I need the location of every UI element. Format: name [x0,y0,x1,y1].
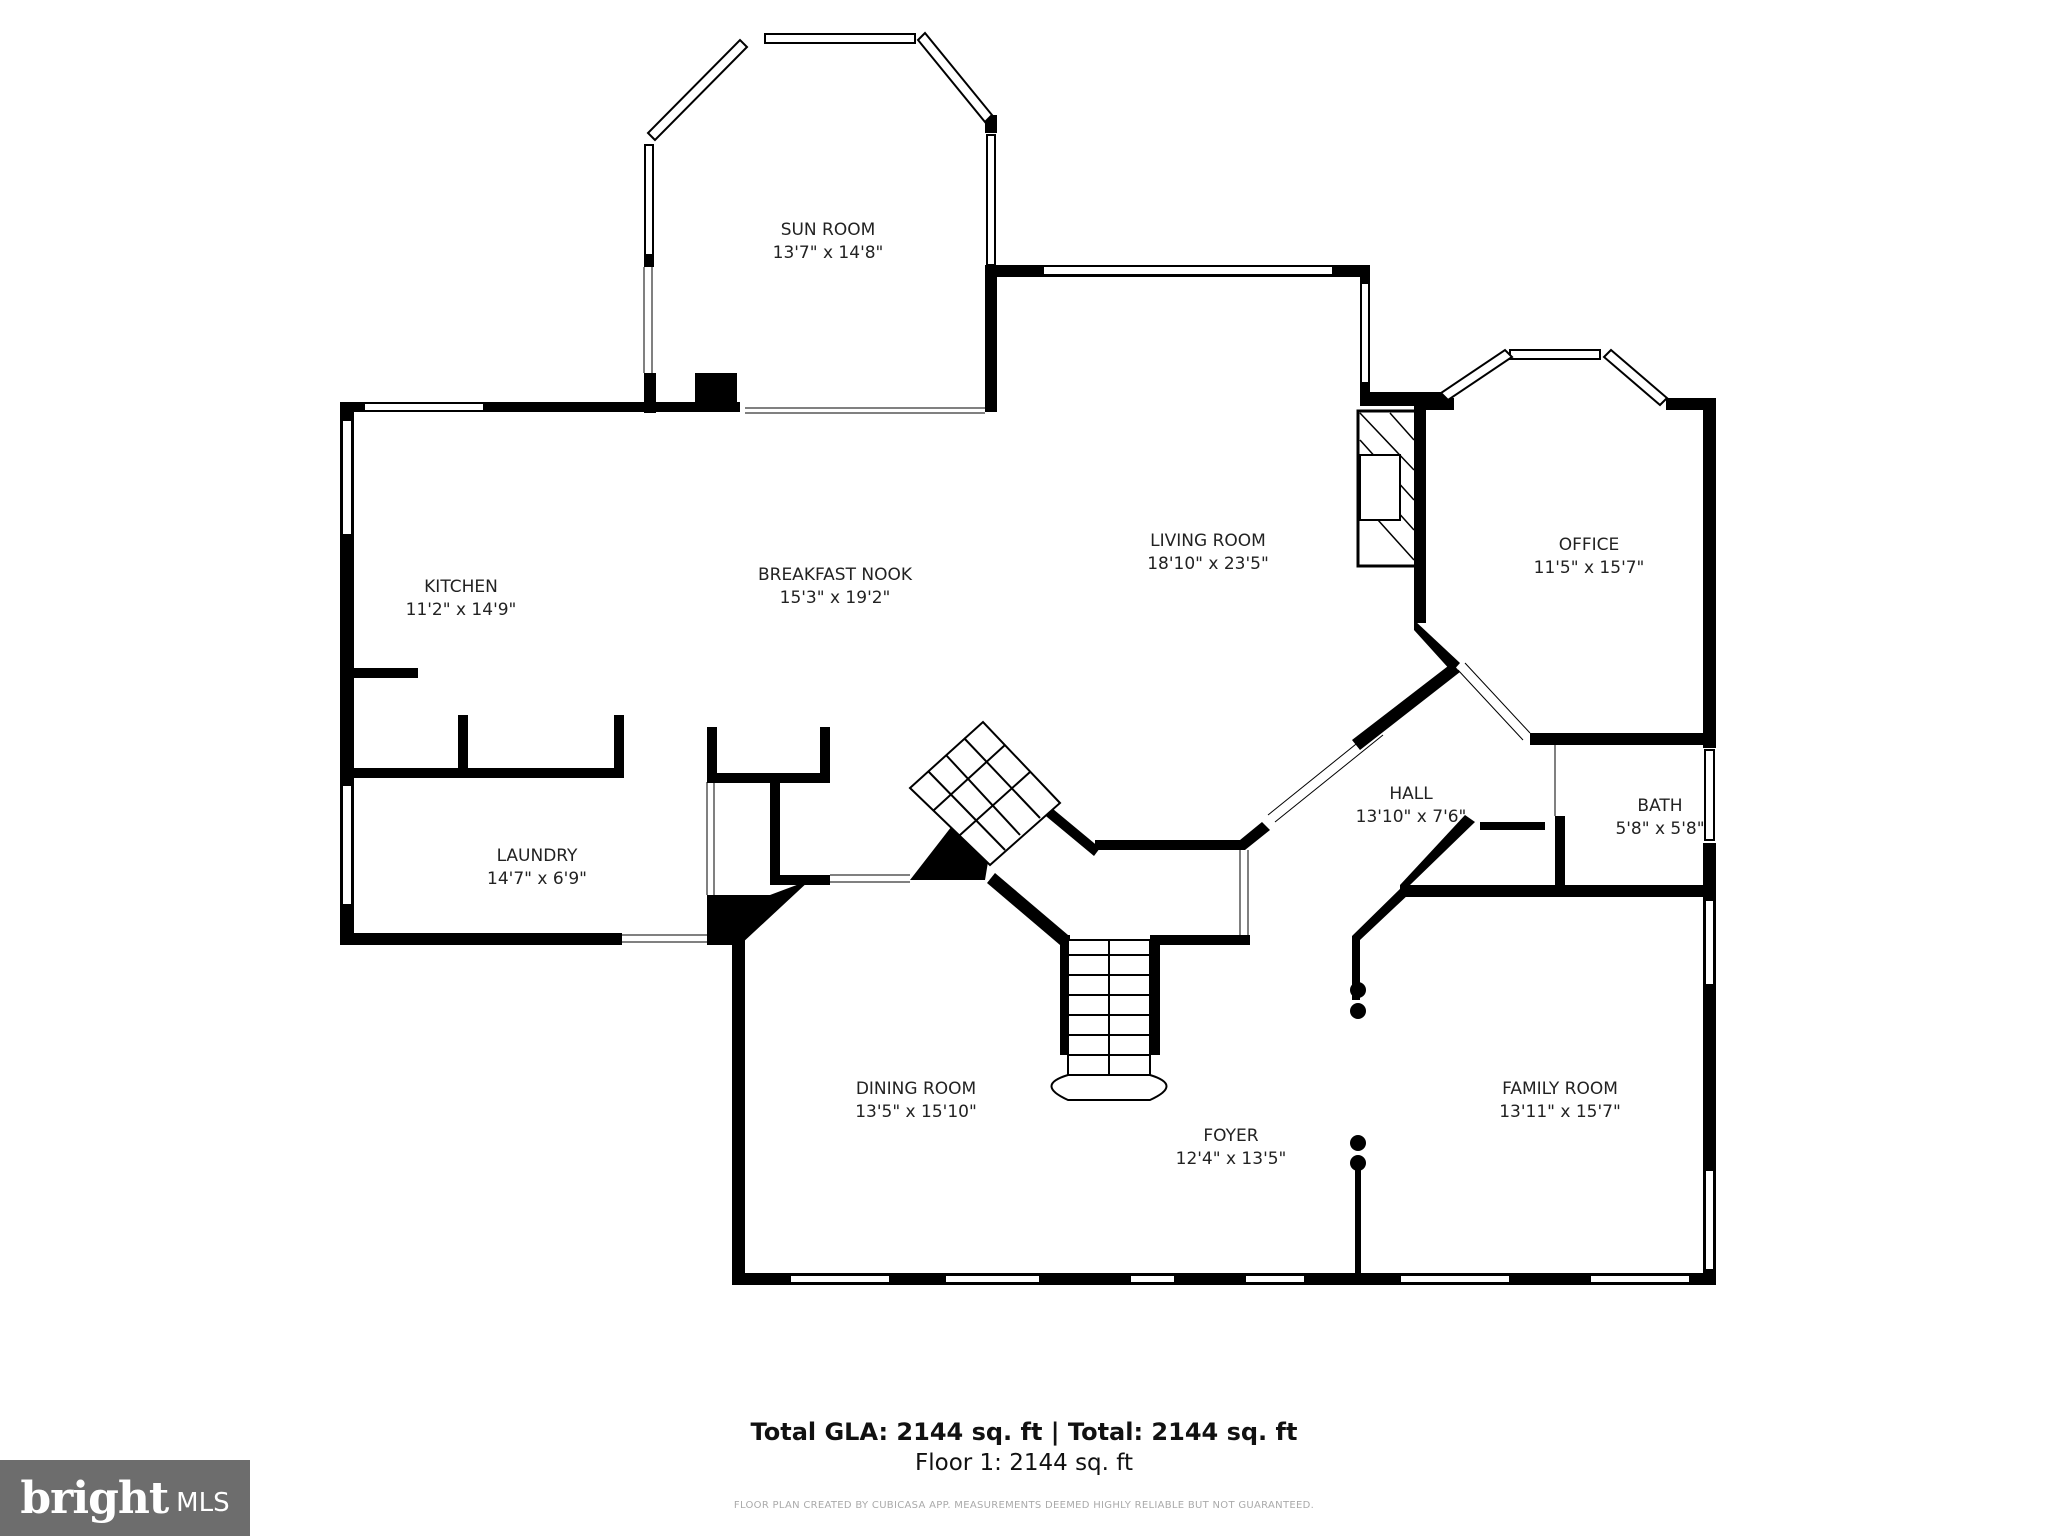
living-room-name: LIVING ROOM [1150,531,1266,551]
hall-name: HALL [1389,784,1433,804]
kitchen-dim: 11'2" x 14'9" [406,600,517,620]
openings [622,267,1556,1283]
hall-dim: 13'10" x 7'6" [1356,807,1467,827]
stairs [908,720,1168,1101]
room-labels: SUN ROOM 13'7" x 14'8" KITCHEN 11'2" x 1… [406,220,1705,1169]
foyer-dim: 12'4" x 13'5" [1176,1149,1287,1169]
logo-mls: MLS [176,1488,230,1518]
dining-room-dim: 13'5" x 15'10" [855,1102,977,1122]
disclaimer: FLOOR PLAN CREATED BY CUBICASA APP. MEAS… [733,1500,1315,1511]
kitchen-name: KITCHEN [424,577,498,597]
area-summary: Total GLA: 2144 sq. ft | Total: 2144 sq.… [0,1418,2048,1476]
living-room-dim: 18'10" x 23'5" [1147,554,1269,574]
windows [341,31,1715,1284]
laundry-dim: 14'7" x 6'9" [487,869,587,889]
sun-room-name: SUN ROOM [781,220,876,240]
sun-room-dim: 13'7" x 14'8" [773,243,884,263]
dining-room-name: DINING ROOM [856,1079,976,1099]
breakfast-nook-dim: 15'3" x 19'2" [780,588,891,608]
floor-area-line: Floor 1: 2144 sq. ft [915,1450,1133,1476]
total-gla-line: Total GLA: 2144 sq. ft | Total: 2144 sq.… [750,1418,1298,1446]
office-dim: 11'5" x 15'7" [1534,558,1645,578]
laundry-name: LAUNDRY [497,846,578,866]
foyer-name: FOYER [1203,1126,1258,1146]
bath-dim: 5'8" x 5'8" [1615,819,1704,839]
family-room-name: FAMILY ROOM [1502,1079,1618,1099]
breakfast-nook-name: BREAKFAST NOOK [758,565,913,585]
office-name: OFFICE [1559,535,1620,555]
family-room-dim: 13'11" x 15'7" [1499,1102,1621,1122]
logo-brand: bright [20,1472,169,1524]
bath-name: BATH [1637,796,1682,816]
bright-mls-logo: bright MLS [0,1460,250,1536]
